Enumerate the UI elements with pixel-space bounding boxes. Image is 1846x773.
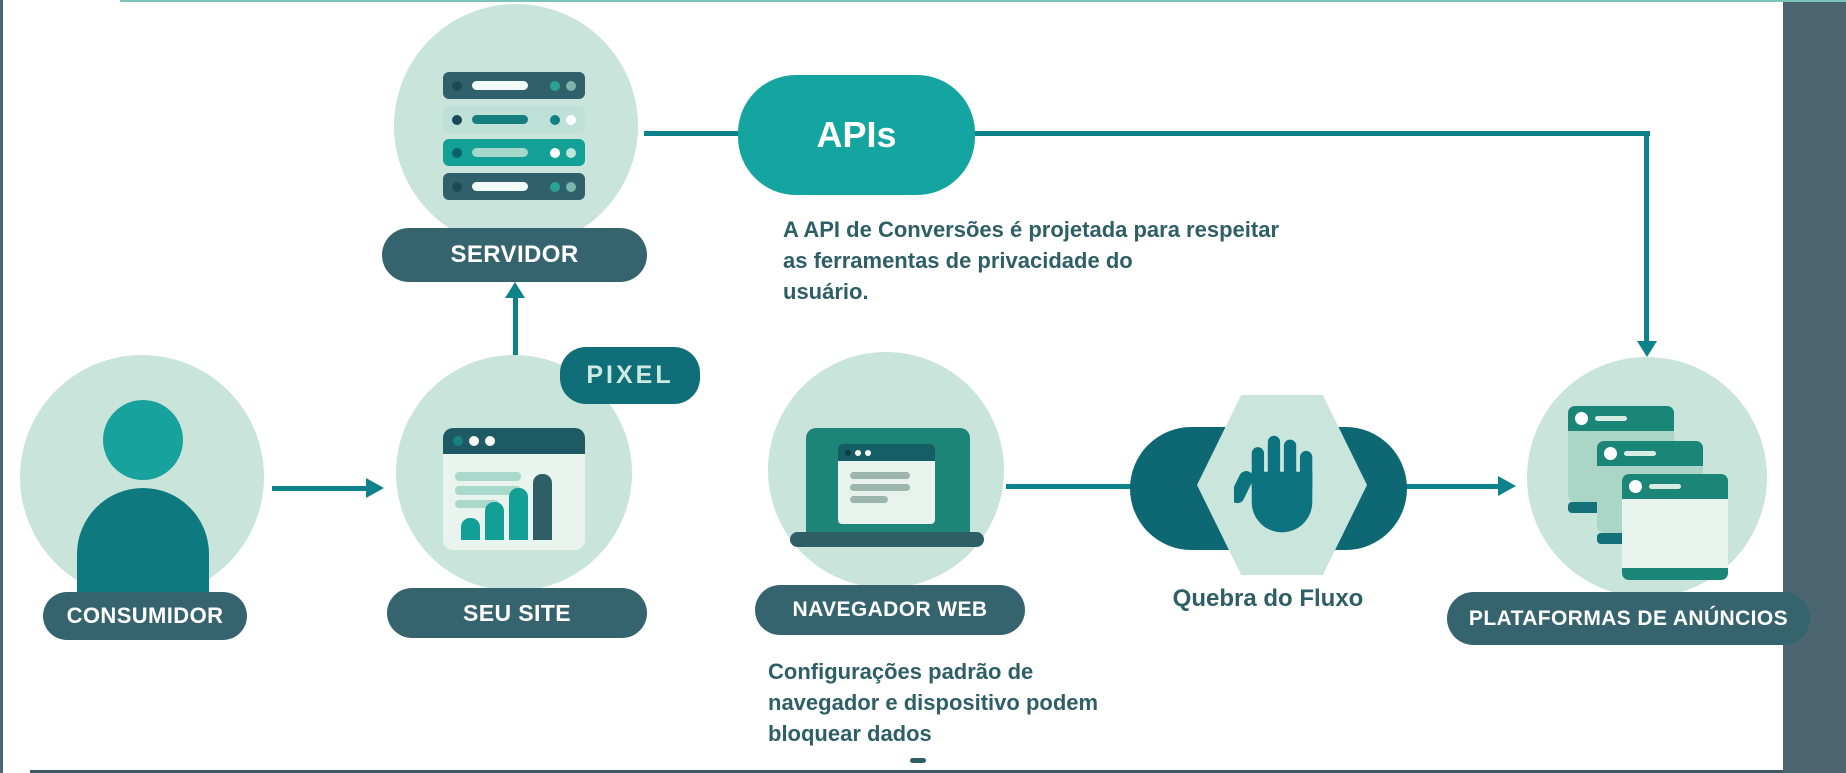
pixel-badge: PIXEL <box>560 347 700 404</box>
arrow-up-to-servidor-icon <box>505 282 525 298</box>
seusite-to-servidor-line <box>513 296 518 358</box>
plataformas-label: PLATAFORMAS DE ANÚNCIOS <box>1468 606 1789 630</box>
left-border-line <box>0 0 3 773</box>
arrow-down-to-plataformas-icon <box>1637 341 1657 357</box>
person-body <box>77 488 209 600</box>
top-border-line <box>120 0 1846 2</box>
api-route-horizontal-line <box>644 131 1650 136</box>
laptop-browser-window <box>838 444 935 524</box>
navegador-label: NAVEGADOR WEB <box>792 598 988 621</box>
ad-card-back-tab <box>1568 502 1604 513</box>
seu-site-label: SEU SITE <box>462 599 571 626</box>
stop-hand-icon <box>1234 435 1313 533</box>
arrow-right-to-seusite-icon <box>366 478 384 498</box>
bottom-border-line <box>30 770 1783 773</box>
person-head <box>103 400 183 480</box>
browser-note-line2: navegador e dispositivo podem <box>768 690 1099 715</box>
api-note-line3: usuário. <box>783 279 869 304</box>
servidor-label-pill: SERVIDOR <box>382 228 647 282</box>
browser-note-line1: Configurações padrão de <box>768 659 1034 684</box>
apis-badge: APIs <box>738 75 975 195</box>
flow-break-label: Quebra do Fluxo <box>1172 585 1364 612</box>
browser-window-chart-icon <box>443 428 585 550</box>
api-note-line1: A API de Conversões é projetada para res… <box>783 217 1279 242</box>
browser-note-line3: bloquear dados <box>768 721 932 746</box>
ad-card-middle-tab <box>1597 533 1633 544</box>
consumidor-label: CONSUMIDOR <box>66 603 224 628</box>
api-privacy-note: A API de Conversões é projetada para res… <box>783 214 1279 307</box>
apis-label: APIs <box>816 114 897 155</box>
bottom-dash-mark <box>910 758 926 763</box>
api-note-line2: as ferramentas de privacidade do <box>783 248 1133 273</box>
laptop-base <box>790 532 984 547</box>
seu-site-label-pill: SEU SITE <box>387 588 647 638</box>
navegador-label-pill: NAVEGADOR WEB <box>755 585 1025 635</box>
right-sidebar-panel <box>1783 0 1846 773</box>
ad-card-front-footer <box>1622 568 1728 580</box>
arrow-right-to-plataformas-icon <box>1498 476 1516 496</box>
pixel-label: PIXEL <box>586 361 674 389</box>
consumidor-to-seusite-line <box>272 486 368 491</box>
ad-card-front <box>1622 474 1728 580</box>
plataformas-label-pill: PLATAFORMAS DE ANÚNCIOS <box>1447 592 1810 645</box>
browser-titlebar <box>443 428 585 454</box>
api-route-vertical-line <box>1644 131 1649 343</box>
browser-settings-note: Configurações padrão de navegador e disp… <box>768 656 1098 749</box>
consumidor-label-pill: CONSUMIDOR <box>43 592 247 640</box>
servidor-label: SERVIDOR <box>450 241 579 268</box>
